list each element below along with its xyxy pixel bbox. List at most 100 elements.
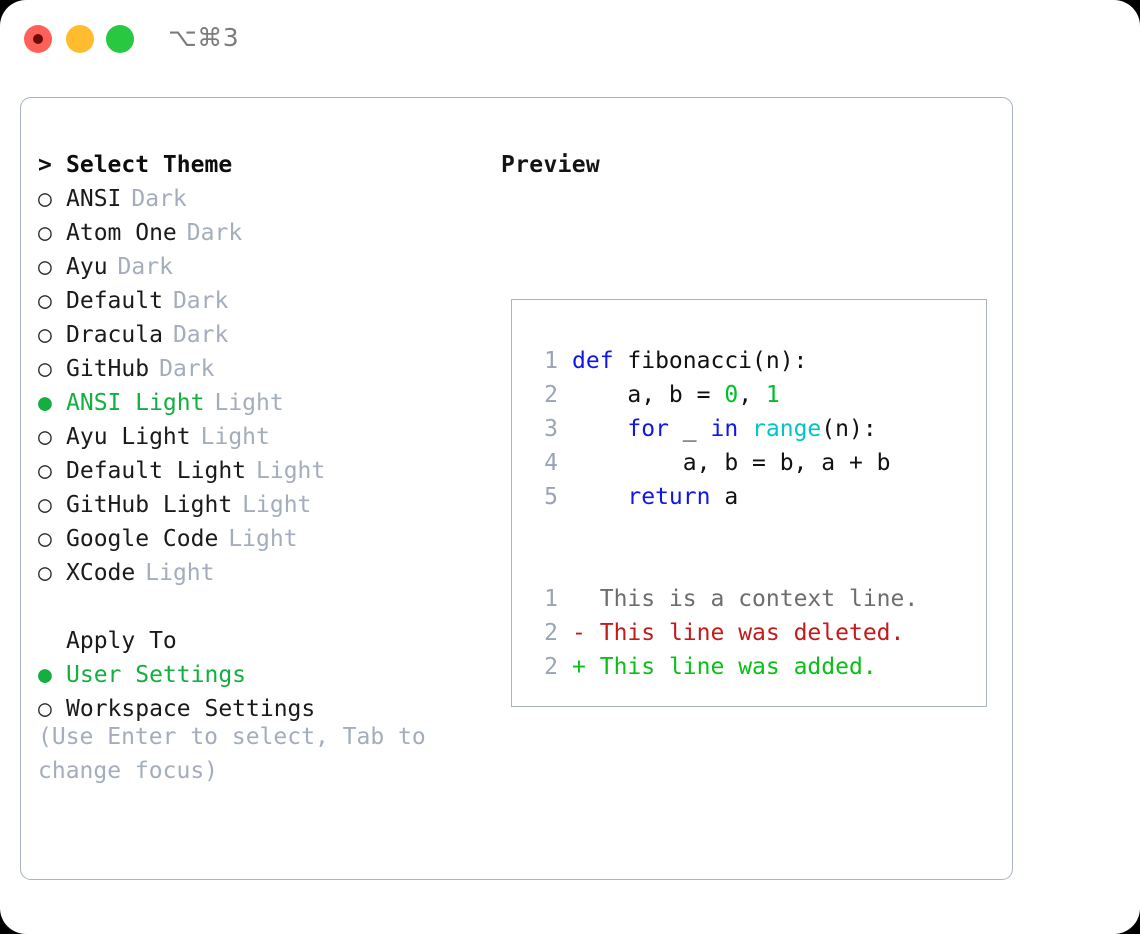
theme-option-label: GitHub Light [66, 492, 233, 518]
theme-option-label: XCode [66, 560, 136, 586]
theme-option-label: Dracula [66, 322, 163, 348]
code-token: _ [668, 416, 711, 442]
select-theme-heading: > Select Theme [38, 148, 478, 182]
theme-option-label: Google Code [66, 526, 219, 552]
code-token: a [710, 484, 739, 510]
code-blank-line [532, 514, 978, 548]
theme-option-atom-one[interactable]: ○ Atom One Dark [38, 216, 478, 250]
radio-icon[interactable]: ○ [38, 322, 52, 348]
code-line: 4 a, b = b, a + b [532, 446, 978, 480]
line-number: 2 [544, 620, 558, 646]
diff-sign: + [572, 654, 586, 680]
theme-variant-label: Light [145, 560, 215, 586]
radio-selected-icon[interactable]: ● [38, 390, 52, 416]
apply-to-heading: Apply To [38, 624, 478, 658]
theme-option-default[interactable]: ○ Default Dark [38, 284, 478, 318]
theme-option-label: Ayu [66, 254, 108, 280]
preview-title-label: Preview [501, 152, 601, 178]
code-token: a, b = b, a + b [572, 450, 891, 476]
code-line-text: a, b = 0, 1 [572, 378, 780, 412]
maximize-window-button[interactable] [106, 25, 134, 53]
diff-line-context: 1 This is a context line. [532, 582, 978, 616]
theme-variant-label: Dark [172, 288, 229, 314]
theme-selector-column: > Select Theme ○ ANSI Dark ○ Atom One Da… [38, 148, 478, 726]
radio-selected-icon[interactable]: ● [38, 662, 52, 688]
radio-icon[interactable]: ○ [38, 560, 52, 586]
theme-option-label: Default [66, 288, 163, 314]
code-preview-area: 1 def fibonacci(n): 2 a, b = 0, 1 3 for … [532, 344, 978, 684]
radio-icon[interactable]: ○ [38, 458, 52, 484]
theme-option-github[interactable]: ○ GitHub Dark [38, 352, 478, 386]
caret-icon: > [38, 152, 52, 178]
diff-line-deleted: 2 - This line was deleted. [532, 616, 978, 650]
select-theme-heading-label: Select Theme [66, 152, 233, 178]
theme-option-label: Ayu Light [66, 424, 191, 450]
line-number: 5 [544, 484, 558, 510]
apply-to-option-user-settings[interactable]: ● User Settings [38, 658, 478, 692]
theme-option-label: ANSI Light [66, 390, 205, 416]
code-token: 1 [765, 382, 780, 408]
radio-icon[interactable]: ○ [38, 526, 52, 552]
apply-to-option-label: User Settings [66, 662, 247, 688]
radio-icon[interactable]: ○ [38, 492, 52, 518]
line-number: 2 [544, 654, 558, 680]
code-token: a, b = [572, 382, 725, 408]
theme-option-ansi-light[interactable]: ● ANSI Light Light [38, 386, 478, 420]
theme-variant-label: Dark [159, 356, 215, 382]
theme-option-default-light[interactable]: ○ Default Light Light [38, 454, 478, 488]
code-token: return [627, 484, 711, 510]
radio-icon[interactable]: ○ [38, 186, 52, 212]
radio-icon[interactable]: ○ [38, 220, 52, 246]
theme-option-ayu-light[interactable]: ○ Ayu Light Light [38, 420, 478, 454]
theme-variant-label: Light [228, 526, 298, 552]
theme-option-google-code[interactable]: ○ Google Code Light [38, 522, 478, 556]
theme-option-ansi[interactable]: ○ ANSI Dark [38, 182, 478, 216]
code-line: 5 return a [532, 480, 978, 514]
theme-variant-label: Dark [131, 186, 187, 212]
code-line: 2 a, b = 0, 1 [532, 378, 978, 412]
line-number: 1 [544, 586, 558, 612]
line-number: 2 [544, 382, 558, 408]
diff-line-text: This line was added. [599, 654, 877, 680]
code-token: (n): [821, 416, 877, 442]
theme-option-ayu[interactable]: ○ Ayu Dark [38, 250, 478, 284]
code-token: range [752, 416, 822, 442]
theme-variant-label: Light [200, 424, 270, 450]
code-token [572, 416, 627, 442]
code-line: 1 def fibonacci(n): [532, 344, 978, 378]
main-panel: > Select Theme ○ ANSI Dark ○ Atom One Da… [20, 97, 1013, 880]
code-token: 0 [724, 382, 739, 408]
theme-variant-label: Dark [117, 254, 173, 280]
diff-sign: - [572, 620, 586, 646]
theme-option-github-light[interactable]: ○ GitHub Light Light [38, 488, 478, 522]
code-blank-line [532, 548, 978, 582]
code-token: , [738, 382, 766, 408]
theme-variant-label: Dark [186, 220, 243, 246]
apply-to-option-workspace-settings[interactable]: ○ Workspace Settings [38, 692, 478, 726]
radio-icon[interactable]: ○ [38, 424, 52, 450]
diff-line-text: This line was deleted. [599, 620, 905, 646]
minimize-window-button[interactable] [66, 25, 94, 53]
code-line-text: for _ in range(n): [572, 412, 877, 446]
shortcut-hint-label: ⌥⌘3 [168, 23, 240, 52]
radio-icon[interactable]: ○ [38, 696, 52, 722]
radio-icon[interactable]: ○ [38, 356, 52, 382]
line-number: 3 [544, 416, 558, 442]
theme-option-label: Atom One [66, 220, 177, 246]
title-bar: ⌥⌘3 [0, 0, 1140, 80]
radio-icon[interactable]: ○ [38, 288, 52, 314]
theme-option-label: ANSI [66, 186, 122, 212]
theme-option-xcode[interactable]: ○ XCode Light [38, 556, 478, 590]
preview-panel: 1 def fibonacci(n): 2 a, b = 0, 1 3 for … [511, 299, 987, 707]
theme-option-dracula[interactable]: ○ Dracula Dark [38, 318, 478, 352]
radio-icon[interactable]: ○ [38, 254, 52, 280]
theme-option-label: GitHub [66, 356, 150, 382]
theme-variant-label: Light [242, 492, 312, 518]
recording-indicator-icon [33, 34, 43, 44]
code-token: fibonacci(n): [627, 348, 808, 374]
code-line-text: return a [572, 480, 738, 514]
code-line-text: def fibonacci(n): [572, 344, 807, 378]
keyboard-hint-text: (Use Enter to select, Tab to change focu… [38, 724, 426, 784]
code-line-text: a, b = b, a + b [572, 446, 891, 480]
